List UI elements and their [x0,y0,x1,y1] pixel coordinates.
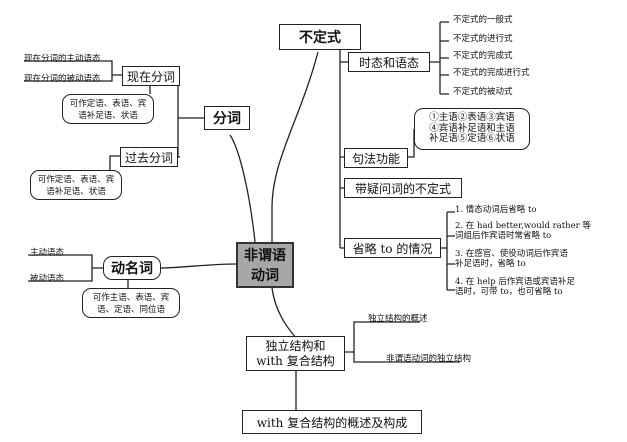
present-participle-node: 现在分词 [122,66,180,86]
tense-bracket [430,21,449,95]
gerund-node: 动名词 [103,256,161,280]
present-forms-bracket [24,60,122,82]
tense-item-5: 不定式的被动式 [453,87,513,97]
connector-center-gerund [159,263,237,269]
center-node-non-finite-verbs: 非谓语 动词 [236,242,294,288]
gerund-form-active: 主动语态 [30,248,65,258]
connector-center-participle [229,134,256,243]
absolute-with-node: 独立结构和 with 复合结构 [246,336,345,371]
omit-to-item-1: 1. 情态动词后省略 to [455,205,537,215]
infinitive-node: 不定式 [279,24,361,50]
tense-item-4: 不定式的完成进行式 [453,68,530,78]
past-participle-node: 过去分词 [120,147,178,167]
gerund-forms-bracket [28,254,103,282]
tense-item-1: 不定式的一般式 [453,15,513,25]
gerund-functions-box: 可作主语、表语、宾 语、定语、同位语 [82,288,180,318]
present-form-active: 现在分词的主动语态 [24,54,101,64]
syntax-node: 句法功能 [344,148,408,168]
connector-center-absolute [271,287,297,339]
omit-to-item-2: 2. 在 had better,would rather 等 词组后作宾语时常省… [455,221,591,241]
gerund-form-passive: 被动语态 [30,274,65,284]
syntax-detail-box: ①主语②表语③宾语 ④宾语补足语和主语 补足语⑤定语⑥状语 [414,108,530,150]
connector-center-infinitive [271,51,319,242]
absolute-bracket [345,321,460,363]
tense-voice-node: 时态和语态 [348,52,430,72]
tense-item-3: 不定式的完成式 [453,51,513,61]
participle-node: 分词 [204,106,250,130]
present-form-passive: 现在分词的被动语态 [24,74,101,84]
with-structure-node: with 复合结构的概述及构成 [242,410,422,434]
infinitive-branches [340,61,348,249]
past-func-link [109,155,120,170]
absolute-item-2: 非谓语动词的独立结构 [386,354,472,364]
absolute-item-1: 独立结构的概述 [368,314,428,324]
past-functions-box: 可作定语、表语、宾 语补足语、状语 [30,170,122,200]
wh-infinitive-node: 带疑问词的不定式 [344,178,462,198]
omit-to-item-4: 4. 在 help 后作宾语或宾语补足 语时，可带 to，也可省略 to [455,277,575,297]
present-functions-box: 可作定语、表语、宾 语补足语、状语 [62,94,154,124]
omit-to-item-3: 3. 在感官、使役动词后作宾语 补足语时，省略 to [455,249,568,269]
participle-spine [177,77,204,158]
omit-to-bracket [441,211,455,291]
tense-item-2: 不定式的进行式 [453,34,513,44]
omit-to-node: 省略 to 的情况 [344,238,441,258]
